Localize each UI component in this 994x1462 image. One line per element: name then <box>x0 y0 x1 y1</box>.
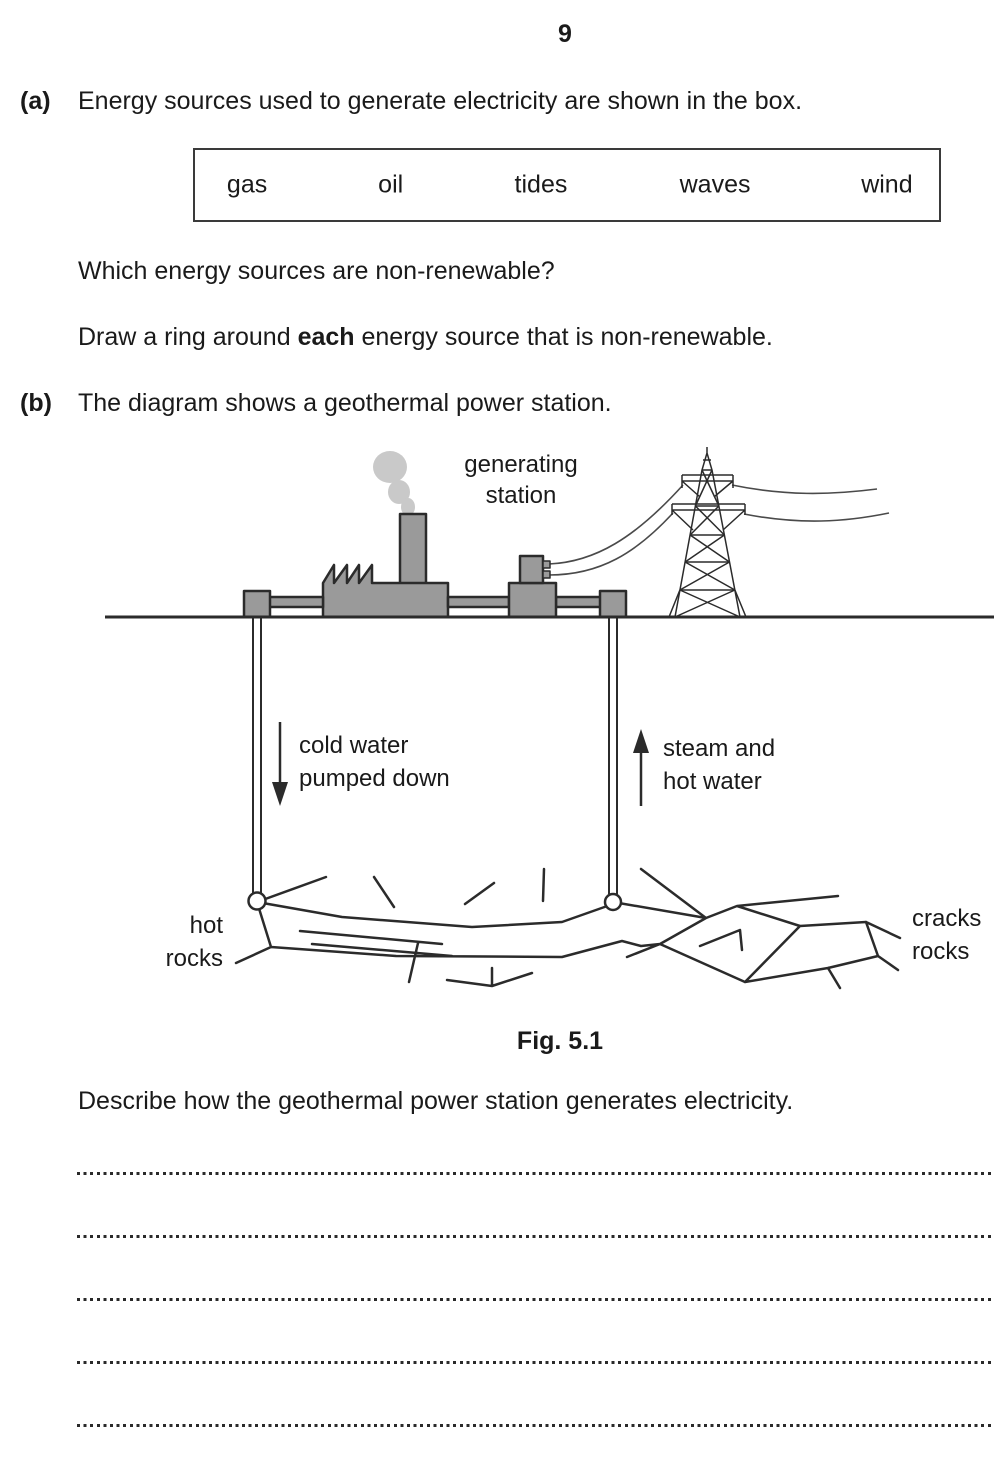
energy-source-waves[interactable]: waves <box>679 170 751 199</box>
electricity-pylon <box>668 447 747 618</box>
generating-station-building <box>507 581 558 619</box>
pipe-left <box>266 595 325 609</box>
borehole-bulb-left <box>247 891 267 911</box>
steam-label-line2: hot water <box>663 768 762 795</box>
generating-station-top <box>518 554 545 585</box>
chimney <box>398 512 428 587</box>
instruction-bold-word: each <box>297 323 355 351</box>
geothermal-diagram: generating station cold water pumped dow… <box>105 447 994 990</box>
steam-arrow <box>633 729 649 806</box>
pipe-middle <box>446 595 511 609</box>
cracks-label-line1: cracks <box>912 905 981 932</box>
energy-sources-box: gas oil tides waves wind <box>193 148 941 222</box>
part-a-label: (a) <box>20 87 51 115</box>
pipe-right <box>554 595 603 609</box>
cold-water-label-line1: cold water <box>299 732 408 759</box>
cracks-label-line2: rocks <box>912 938 969 965</box>
smoke-plume <box>373 451 415 516</box>
page-number: 9 <box>558 20 572 48</box>
generating-station-label-line1: generating <box>464 451 577 478</box>
energy-source-oil[interactable]: oil <box>378 170 404 199</box>
cold-water-label-line2: pumped down <box>299 765 450 792</box>
wellhead-right <box>598 589 628 619</box>
boreholes <box>252 618 618 894</box>
hot-rocks-label-line2: rocks <box>166 945 223 972</box>
answer-line[interactable] <box>77 1172 994 1175</box>
hot-rocks-label-line1: hot <box>190 912 224 939</box>
wellhead-left <box>242 589 272 619</box>
part-a-instruction: Draw a ring around each energy source th… <box>78 323 773 352</box>
part-b-label: (b) <box>20 389 52 417</box>
energy-source-wind[interactable]: wind <box>861 170 913 199</box>
borehole-bulb-right <box>603 892 623 912</box>
rock-cracks <box>234 867 902 990</box>
factory-building <box>321 563 450 619</box>
cold-water-arrow <box>272 722 288 806</box>
answer-line[interactable] <box>77 1235 994 1238</box>
instruction-suffix: energy source that is non-renewable. <box>354 323 773 351</box>
instruction-prefix: Draw a ring around <box>78 323 298 351</box>
figure-caption: Fig. 5.1 <box>516 1027 604 1055</box>
part-a-question: Which energy sources are non-renewable? <box>78 257 555 285</box>
power-lines <box>548 484 890 576</box>
energy-source-tides[interactable]: tides <box>514 170 568 199</box>
wire-terminal-upper <box>542 560 551 569</box>
answer-line[interactable] <box>77 1424 994 1427</box>
answer-line[interactable] <box>77 1298 994 1301</box>
part-b-question: Describe how the geothermal power statio… <box>78 1087 794 1115</box>
part-b-intro: The diagram shows a geothermal power sta… <box>78 389 612 417</box>
answer-line[interactable] <box>77 1361 994 1364</box>
energy-source-gas[interactable]: gas <box>226 170 268 199</box>
steam-label-line1: steam and <box>663 735 775 762</box>
generating-station-label-line2: station <box>486 482 557 509</box>
part-a-intro: Energy sources used to generate electric… <box>78 87 803 115</box>
power-station-buildings <box>242 512 628 619</box>
wire-terminal-lower <box>542 570 551 579</box>
